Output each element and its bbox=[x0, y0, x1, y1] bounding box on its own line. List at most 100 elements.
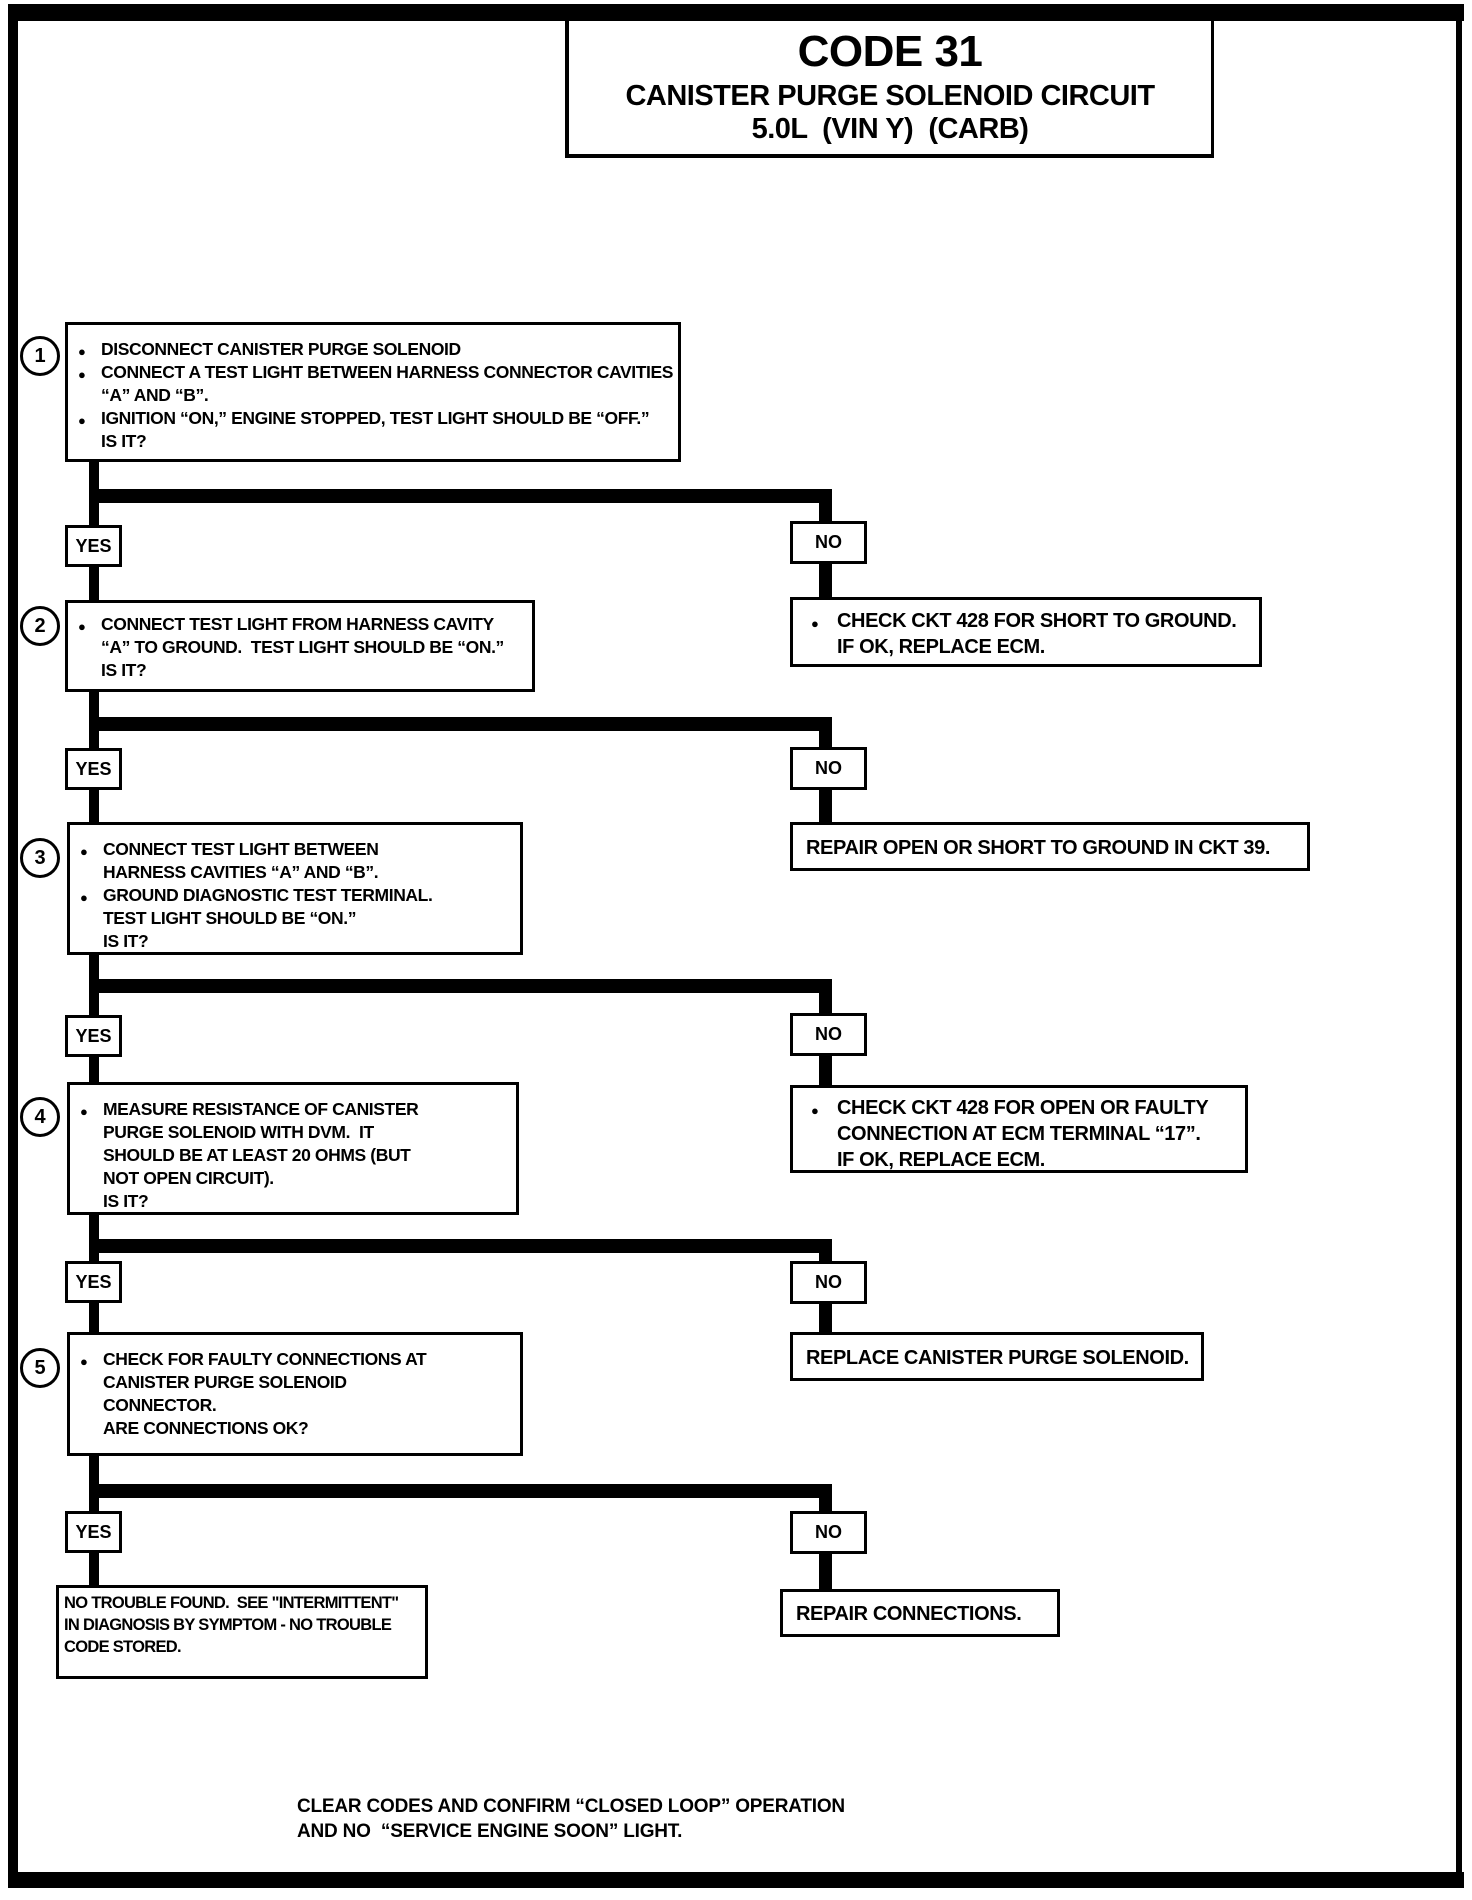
step-5-no-box: NO bbox=[790, 1511, 867, 1554]
footer-note: CLEAR CODES AND CONFIRM “CLOSED LOOP” OP… bbox=[297, 1794, 845, 1844]
step-5-line-2: CANISTER PURGE SOLENOID bbox=[103, 1372, 347, 1392]
step-3-line-5: IS IT? bbox=[103, 931, 149, 951]
step-1-line-4: ●IGNITION “ON,” ENGINE STOPPED, TEST LIG… bbox=[68, 407, 678, 430]
step-2-line-1: ●CONNECT TEST LIGHT FROM HARNESS CAVITY bbox=[68, 613, 532, 636]
bullet-icon: ● bbox=[78, 413, 86, 428]
connector-line bbox=[89, 1553, 99, 1585]
step-5-line-4: ARE CONNECTIONS OK? bbox=[103, 1418, 309, 1438]
step-2-line-3: IS IT? bbox=[101, 660, 147, 680]
step-3-number-badge: 3 bbox=[20, 838, 60, 878]
step-3-line-2: HARNESS CAVITIES “A” AND “B”. bbox=[103, 862, 379, 882]
connector-line bbox=[89, 790, 99, 822]
connector-line bbox=[819, 503, 832, 521]
step-2-no-box: NO bbox=[790, 747, 867, 790]
step-3-line-4: TEST LIGHT SHOULD BE “ON.” bbox=[103, 908, 357, 928]
connector-line bbox=[819, 790, 832, 822]
step-4-no-result-box: REPLACE CANISTER PURGE SOLENOID. bbox=[790, 1332, 1204, 1381]
connector-line bbox=[819, 1253, 832, 1261]
bullet-icon: ● bbox=[78, 344, 86, 359]
step-4-instruction-box: ●MEASURE RESISTANCE OF CANISTER PURGE SO… bbox=[67, 1082, 519, 1215]
step-1-line-1: ●DISCONNECT CANISTER PURGE SOLENOID bbox=[68, 338, 678, 361]
bullet-icon: ● bbox=[78, 367, 86, 382]
result-line: REPAIR OPEN OR SHORT TO GROUND IN CKT 39… bbox=[806, 837, 1271, 859]
connector-line bbox=[819, 1304, 832, 1332]
connector-line bbox=[819, 1056, 832, 1085]
footer-line-2: AND NO “SERVICE ENGINE SOON” LIGHT. bbox=[297, 1821, 683, 1842]
connector-line bbox=[819, 993, 832, 1013]
page-subtitle: CANISTER PURGE SOLENOID CIRCUIT bbox=[625, 80, 1155, 112]
footer-line-1: CLEAR CODES AND CONFIRM “CLOSED LOOP” OP… bbox=[297, 1796, 845, 1817]
step-5-yes-result-box: NO TROUBLE FOUND. SEE "INTERMITTENT" IN … bbox=[56, 1585, 428, 1679]
bullet-icon: ● bbox=[80, 890, 88, 905]
bullet-icon: ● bbox=[80, 1354, 88, 1369]
step-1-line-5: IS IT? bbox=[101, 431, 147, 451]
connector-line bbox=[89, 1212, 99, 1261]
step-1-no-result-box: ●CHECK CKT 428 FOR SHORT TO GROUND. IF O… bbox=[790, 597, 1262, 667]
step-5-yes-box: YES bbox=[65, 1511, 122, 1553]
result-line: ●CHECK CKT 428 FOR OPEN OR FAULTY bbox=[793, 1095, 1245, 1121]
connector-line bbox=[89, 567, 99, 600]
connector-line bbox=[89, 1239, 832, 1253]
page-border-top bbox=[8, 4, 1464, 21]
result-line: CONNECTION AT ECM TERMINAL “17”. bbox=[837, 1123, 1201, 1145]
bullet-icon: ● bbox=[811, 1103, 819, 1118]
step-1-instruction-box: ●DISCONNECT CANISTER PURGE SOLENOID ●CON… bbox=[65, 322, 681, 462]
connector-line bbox=[89, 1303, 99, 1332]
connector-line bbox=[819, 731, 832, 747]
connector-line bbox=[89, 1057, 99, 1082]
step-5-instruction-box: ●CHECK FOR FAULTY CONNECTIONS AT CANISTE… bbox=[67, 1332, 523, 1456]
result-line: IF OK, REPLACE ECM. bbox=[837, 636, 1045, 658]
step-3-no-result-box: ●CHECK CKT 428 FOR OPEN OR FAULTY CONNEC… bbox=[790, 1085, 1248, 1173]
step-5-line-1: ●CHECK FOR FAULTY CONNECTIONS AT bbox=[70, 1348, 520, 1371]
step-3-instruction-box: ●CONNECT TEST LIGHT BETWEEN HARNESS CAVI… bbox=[67, 822, 523, 955]
step-5-no-result-box: REPAIR CONNECTIONS. bbox=[780, 1589, 1060, 1637]
result-line: IN DIAGNOSIS BY SYMPTOM - NO TROUBLE bbox=[64, 1616, 392, 1634]
connector-line bbox=[819, 564, 832, 597]
step-4-line-5: IS IT? bbox=[103, 1191, 149, 1211]
step-4-line-4: NOT OPEN CIRCUIT). bbox=[103, 1168, 274, 1188]
step-3-line-1: ●CONNECT TEST LIGHT BETWEEN bbox=[70, 838, 520, 861]
page-border-left bbox=[8, 4, 18, 1888]
step-4-line-2: PURGE SOLENOID WITH DVM. IT bbox=[103, 1122, 374, 1142]
connector-line bbox=[819, 1498, 832, 1511]
step-2-number-badge: 2 bbox=[20, 606, 60, 646]
step-3-yes-box: YES bbox=[65, 1015, 122, 1057]
step-1-line-2: ●CONNECT A TEST LIGHT BETWEEN HARNESS CO… bbox=[68, 361, 678, 384]
step-5-line-3: CONNECTOR. bbox=[103, 1395, 217, 1415]
page-border-bottom bbox=[8, 1872, 1464, 1888]
step-2-yes-box: YES bbox=[65, 748, 122, 790]
connector-line bbox=[89, 717, 832, 731]
step-2-instruction-box: ●CONNECT TEST LIGHT FROM HARNESS CAVITY … bbox=[65, 600, 535, 692]
step-5-number-badge: 5 bbox=[20, 1348, 60, 1388]
result-line: REPLACE CANISTER PURGE SOLENOID. bbox=[806, 1347, 1189, 1369]
bullet-icon: ● bbox=[811, 616, 819, 631]
title-box: CODE 31 CANISTER PURGE SOLENOID CIRCUIT … bbox=[565, 21, 1214, 158]
step-1-no-box: NO bbox=[790, 521, 867, 564]
step-1-yes-box: YES bbox=[65, 525, 122, 567]
page-title: CODE 31 bbox=[797, 27, 983, 76]
result-line: CODE STORED. bbox=[64, 1638, 182, 1656]
bullet-icon: ● bbox=[80, 844, 88, 859]
step-4-line-3: SHOULD BE AT LEAST 20 OHMS (BUT bbox=[103, 1145, 411, 1165]
step-4-yes-box: YES bbox=[65, 1261, 122, 1303]
connector-line bbox=[89, 979, 832, 993]
step-1-line-3: “A” AND “B”. bbox=[101, 385, 209, 405]
connector-line bbox=[819, 1554, 832, 1589]
step-3-line-3: ●GROUND DIAGNOSTIC TEST TERMINAL. bbox=[70, 884, 520, 907]
result-line: REPAIR CONNECTIONS. bbox=[796, 1603, 1022, 1625]
result-line: NO TROUBLE FOUND. SEE "INTERMITTENT" bbox=[64, 1594, 399, 1612]
connector-line bbox=[89, 1484, 832, 1498]
step-4-number-badge: 4 bbox=[20, 1097, 60, 1137]
page-border-right bbox=[1456, 4, 1462, 1888]
page-subtitle-engine: 5.0L (VIN Y) (CARB) bbox=[751, 113, 1029, 145]
result-line: ●CHECK CKT 428 FOR SHORT TO GROUND. bbox=[793, 608, 1259, 634]
step-4-line-1: ●MEASURE RESISTANCE OF CANISTER bbox=[70, 1098, 516, 1121]
connector-line bbox=[89, 1456, 99, 1511]
step-1-number-badge: 1 bbox=[20, 336, 60, 376]
step-4-no-box: NO bbox=[790, 1261, 867, 1304]
step-2-line-2: “A” TO GROUND. TEST LIGHT SHOULD BE “ON.… bbox=[101, 637, 504, 657]
bullet-icon: ● bbox=[80, 1104, 88, 1119]
step-2-no-result-box: REPAIR OPEN OR SHORT TO GROUND IN CKT 39… bbox=[790, 822, 1310, 871]
connector-line bbox=[89, 489, 832, 503]
